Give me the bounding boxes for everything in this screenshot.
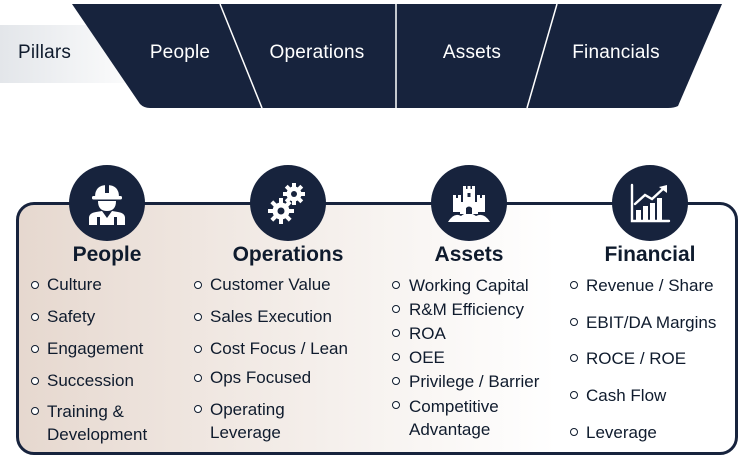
- operations-item-cost-focus: Cost Focus / Lean: [210, 339, 348, 358]
- tab-assets: Assets: [442, 42, 502, 63]
- bullet-icon: [392, 329, 400, 337]
- pillars-panel: [16, 202, 738, 455]
- financial-item-ebitda-margins: EBIT/DA Margins: [586, 313, 717, 332]
- bullet-icon: [570, 281, 578, 289]
- gears-icon: [250, 165, 326, 241]
- people-item-culture: Culture: [47, 275, 102, 294]
- tab-operations: Operations: [269, 42, 365, 63]
- pillar-title-financial: Financial: [604, 243, 696, 266]
- people-item-engagement: Engagement: [47, 339, 144, 358]
- pillar-title-assets: Assets: [434, 243, 504, 266]
- assets-item-working-capital: Working Capital: [409, 276, 529, 295]
- people-item-training: Training & Development: [47, 402, 148, 444]
- financial-item-cash-flow: Cash Flow: [586, 386, 667, 405]
- people-item-safety: Safety: [47, 307, 96, 326]
- financial-item-revenue-share: Revenue / Share: [586, 276, 714, 295]
- banner-shape: [0, 3, 722, 109]
- bullet-icon: [194, 313, 202, 321]
- assets-item-competitive-advantage: Competitive Advantage: [409, 397, 499, 439]
- tab-financials: Financials: [572, 42, 660, 63]
- pillar-title-people: People: [72, 243, 142, 266]
- tab-people: People: [149, 42, 211, 63]
- bullet-icon: [570, 391, 578, 399]
- bullet-icon: [570, 428, 578, 436]
- bullet-icon: [31, 281, 39, 289]
- bullet-icon: [194, 405, 202, 413]
- bullet-icon: [31, 407, 39, 415]
- assets-item-roa: ROA: [409, 324, 446, 343]
- financial-item-roce-roe: ROCE / ROE: [586, 349, 687, 368]
- bullet-icon: [31, 313, 39, 321]
- bullet-icon: [392, 401, 400, 409]
- financial-item-leverage: Leverage: [586, 423, 657, 442]
- operations-item-operating-leverage: Operating Leverage: [210, 400, 285, 442]
- banner-tabs-background: [72, 4, 722, 108]
- assets-item-privilege-barrier: Privilege / Barrier: [409, 372, 540, 391]
- bullet-icon: [570, 354, 578, 362]
- bullet-icon: [31, 377, 39, 385]
- assets-item-rm-efficiency: R&M Efficiency: [409, 300, 524, 319]
- bullet-icon: [194, 281, 202, 289]
- bullet-icon: [392, 281, 400, 289]
- assets-item-oee: OEE: [409, 348, 445, 367]
- bullet-icon: [392, 305, 400, 313]
- castle-icon: [431, 165, 507, 241]
- bullet-icon: [392, 353, 400, 361]
- pillars-label: Pillars: [18, 42, 72, 63]
- tab-divider: [219, 3, 263, 109]
- operations-item-ops-focused: Ops Focused: [210, 368, 312, 387]
- bullet-icon: [392, 377, 400, 385]
- bullet-icon: [194, 345, 202, 353]
- operations-item-sales-execution: Sales Execution: [210, 307, 332, 326]
- bullet-icon: [194, 374, 202, 382]
- people-item-succession: Succession: [47, 371, 134, 390]
- tab-divider: [526, 3, 558, 109]
- bullet-icon: [31, 345, 39, 353]
- growth-chart-icon: [612, 165, 688, 241]
- worker-hardhat-icon: [69, 165, 145, 241]
- bullet-icon: [570, 318, 578, 326]
- pillar-title-operations: Operations: [232, 243, 344, 266]
- pillars-banner: Pillars People Operations Assets Financi…: [0, 0, 748, 110]
- operations-item-customer-value: Customer Value: [210, 275, 331, 294]
